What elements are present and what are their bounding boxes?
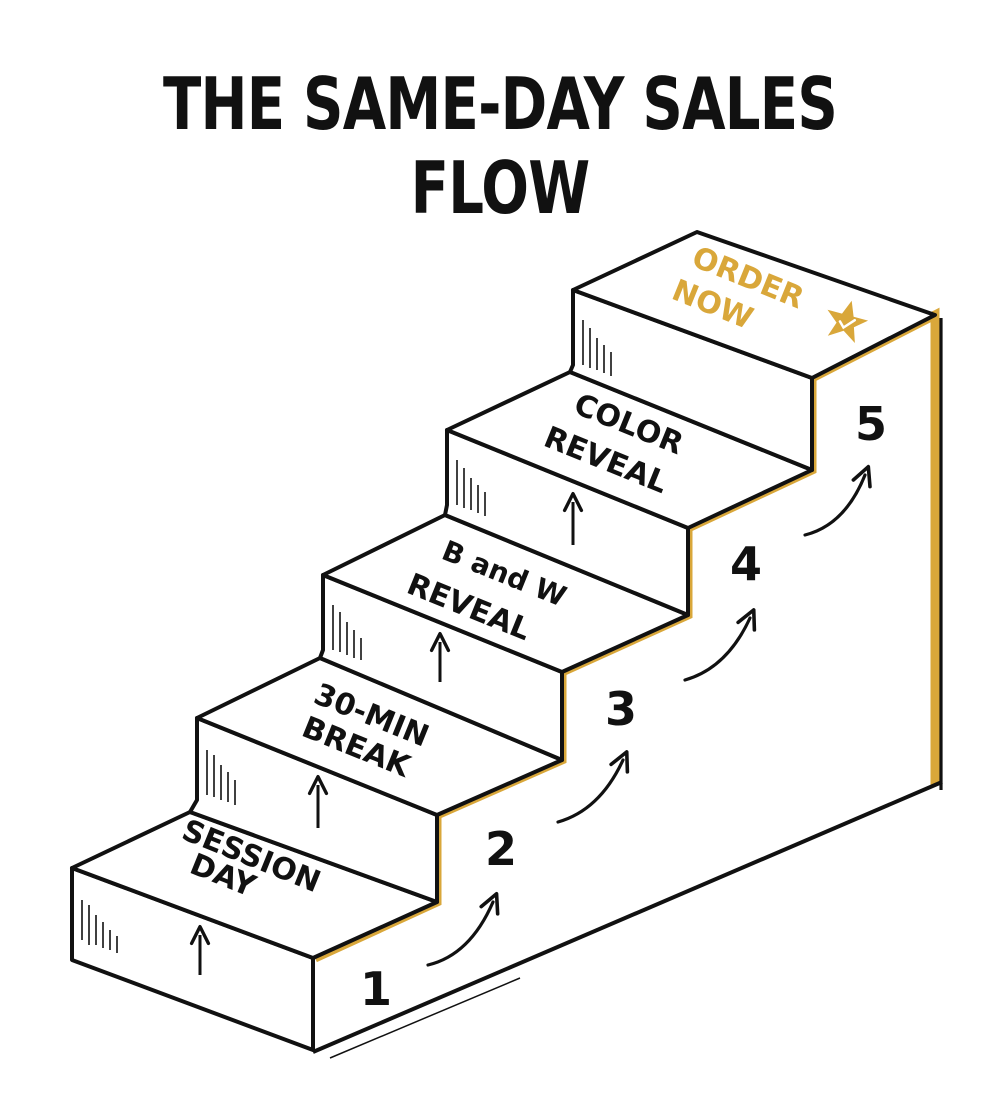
step-4-number: 4 — [730, 537, 762, 591]
step-5-block: ORDER NOW — [568, 230, 937, 472]
step-3-block: B and W REVEAL — [318, 513, 690, 762]
curved-arrow-icon — [683, 608, 757, 682]
curved-arrow-icon — [556, 750, 630, 824]
step-2-block: 30-MIN BREAK — [188, 656, 564, 904]
step-1-number: 1 — [360, 962, 392, 1016]
diagram-title: THE SAME-DAY SALES FLOW — [162, 62, 838, 230]
step-4-block: COLOR REVEAL — [443, 370, 814, 617]
step-3-number: 3 — [605, 682, 637, 736]
star-check-icon — [827, 300, 869, 344]
step-2-number: 2 — [485, 822, 517, 876]
curved-arrow-icon — [803, 464, 872, 537]
step-1-block: SESSION DAY — [70, 810, 439, 1052]
step-5-number: 5 — [855, 397, 887, 451]
curved-arrow-icon — [426, 891, 500, 967]
